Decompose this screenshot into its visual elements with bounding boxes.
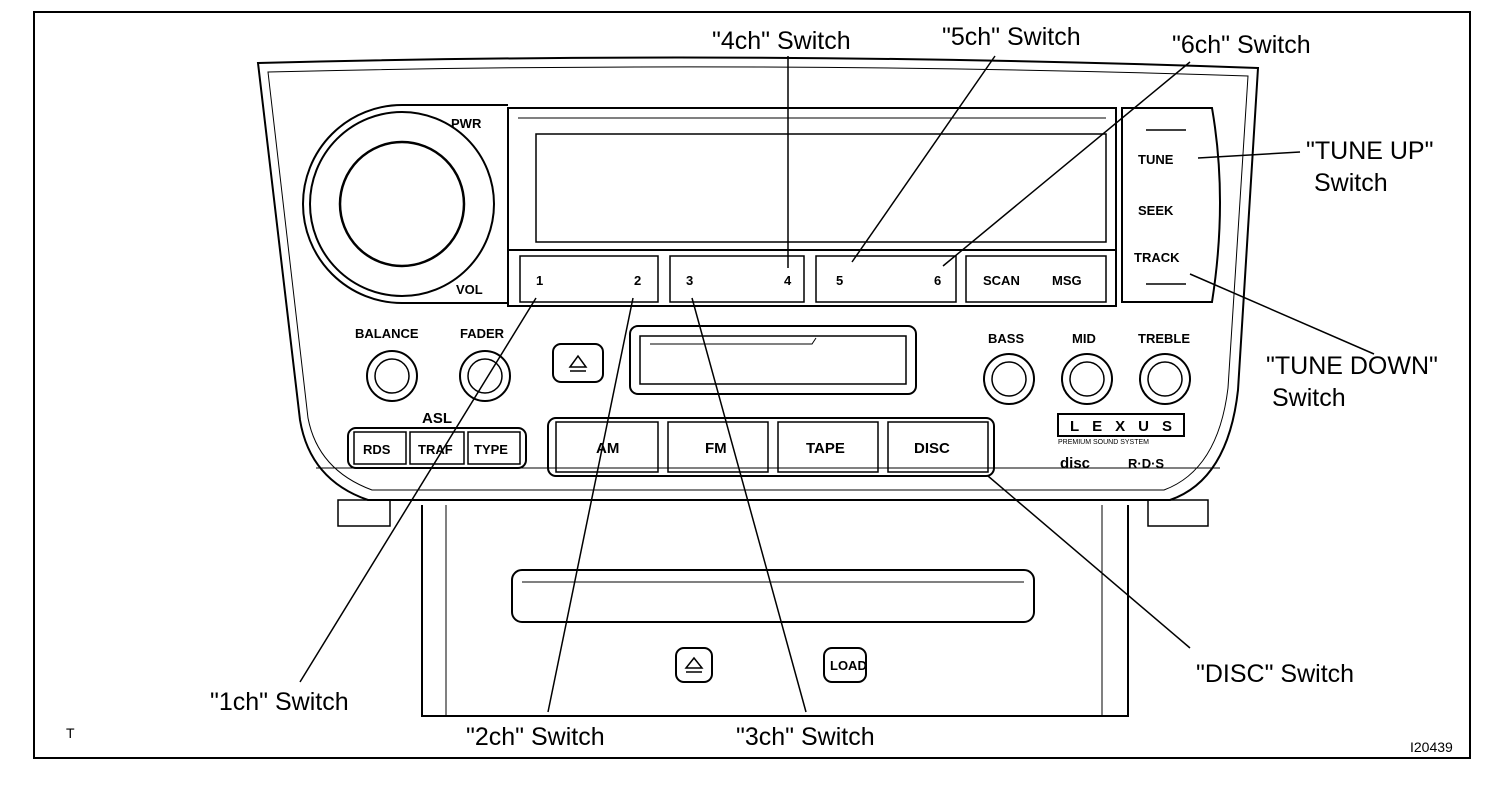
display-screen <box>535 133 1107 243</box>
preset-button-5-6[interactable] <box>815 255 957 303</box>
knob-surround <box>302 104 508 304</box>
callout-tune-down-switch: Switch <box>1272 384 1346 412</box>
leader-1ch <box>299 297 537 683</box>
traf-label: TRAF <box>418 442 453 457</box>
leader-2ch <box>547 297 634 713</box>
bass-knob[interactable] <box>991 361 1027 397</box>
mount-tab-left <box>337 499 391 527</box>
callout-1ch: "1ch" Switch <box>210 688 349 716</box>
brand-logo-box <box>1057 413 1185 437</box>
preset-6-label: 6 <box>934 273 941 288</box>
disc-button[interactable] <box>887 421 989 473</box>
eject-icon <box>568 354 588 372</box>
callout-4ch: "4ch" Switch <box>712 27 851 55</box>
corner-mark: T <box>66 725 75 741</box>
source-button-group <box>547 417 995 477</box>
rds-label: RDS <box>363 442 391 457</box>
cd-slot-bezel <box>511 569 1035 623</box>
volume-knob-ring[interactable] <box>309 111 495 297</box>
preset-button-3-4[interactable] <box>669 255 805 303</box>
rds-traf-type-group <box>347 427 527 469</box>
leader-3ch <box>691 297 807 713</box>
bass-knob-ring[interactable] <box>983 353 1035 405</box>
leader-tune-down <box>1189 273 1375 355</box>
preset-4-label: 4 <box>784 273 792 288</box>
brand-subtitle: PREMIUM SOUND SYSTEM <box>1058 439 1149 446</box>
pwr-label: PWR <box>451 116 482 131</box>
vol-label: VOL <box>456 282 483 297</box>
callout-disc: "DISC" Switch <box>1196 660 1354 688</box>
callout-tune-down: "TUNE DOWN" <box>1266 352 1438 380</box>
callout-tune-up-switch: Switch <box>1314 169 1388 197</box>
preset-2-label: 2 <box>634 273 641 288</box>
type-button[interactable] <box>467 431 521 465</box>
scan-msg-button[interactable] <box>965 255 1107 303</box>
bass-label: BASS <box>988 331 1024 346</box>
leader-6ch <box>942 61 1191 267</box>
callout-5ch: "5ch" Switch <box>942 23 1081 51</box>
eject-icon <box>684 656 704 673</box>
cd-eject-button[interactable] <box>675 647 713 683</box>
leader-disc <box>987 475 1191 649</box>
fm-button[interactable] <box>667 421 769 473</box>
leader-5ch <box>851 55 996 263</box>
track-label: TRACK <box>1134 250 1180 265</box>
diagram-frame <box>33 11 1471 759</box>
display-housing <box>507 107 1117 251</box>
fm-label: FM <box>705 440 727 457</box>
callout-2ch: "2ch" Switch <box>466 723 605 751</box>
radio-bezel <box>256 56 1260 501</box>
load-button[interactable] <box>823 647 867 683</box>
treble-knob[interactable] <box>1147 361 1183 397</box>
mid-knob-ring[interactable] <box>1061 353 1113 405</box>
fader-knob[interactable] <box>467 358 503 394</box>
traf-button[interactable] <box>409 431 465 465</box>
figure-code: I20439 <box>1410 739 1453 755</box>
scan-label: SCAN <box>983 273 1020 288</box>
preset-3-label: 3 <box>686 273 693 288</box>
balance-knob-ring[interactable] <box>366 350 418 402</box>
treble-knob-ring[interactable] <box>1139 353 1191 405</box>
am-label: AM <box>596 440 619 457</box>
tune-rocker[interactable] <box>1121 107 1221 303</box>
callout-tune-up: "TUNE UP" <box>1306 137 1433 165</box>
msg-label: MSG <box>1052 273 1082 288</box>
treble-label: TREBLE <box>1138 331 1190 346</box>
volume-knob[interactable] <box>338 140 466 268</box>
tape-button[interactable] <box>777 421 879 473</box>
radio-bezel-inner <box>267 66 1249 491</box>
cassette-slot <box>639 335 907 385</box>
preset-row <box>507 249 1117 307</box>
cassette-door <box>629 325 917 395</box>
balance-label: BALANCE <box>355 326 419 341</box>
mid-label: MID <box>1072 331 1096 346</box>
callout-3ch: "3ch" Switch <box>736 723 875 751</box>
callout-6ch: "6ch" Switch <box>1172 31 1311 59</box>
tune-label: TUNE <box>1138 152 1174 167</box>
cd-unit-body <box>421 505 1129 717</box>
rds-button[interactable] <box>353 431 407 465</box>
preset-5-label: 5 <box>836 273 843 288</box>
balance-knob[interactable] <box>374 358 410 394</box>
rds-logo: R·D·S <box>1128 456 1164 471</box>
asl-label: ASL <box>422 410 452 427</box>
mount-tab-right <box>1147 499 1209 527</box>
tape-eject-button[interactable] <box>552 343 604 383</box>
load-label: LOAD <box>830 658 867 673</box>
preset-button-1-2[interactable] <box>519 255 659 303</box>
seek-label: SEEK <box>1138 203 1174 218</box>
brand-logo: LEXUS <box>1070 418 1172 435</box>
cassette-flap <box>650 337 817 345</box>
disc-label: DISC <box>914 440 950 457</box>
type-label: TYPE <box>474 442 508 457</box>
fader-label: FADER <box>460 326 505 341</box>
preset-1-label: 1 <box>536 273 543 288</box>
tape-label: TAPE <box>806 440 845 457</box>
disc-logo: disc <box>1060 455 1090 472</box>
leader-tune-up <box>1197 151 1301 159</box>
fader-knob-ring[interactable] <box>459 350 511 402</box>
mid-knob[interactable] <box>1069 361 1105 397</box>
